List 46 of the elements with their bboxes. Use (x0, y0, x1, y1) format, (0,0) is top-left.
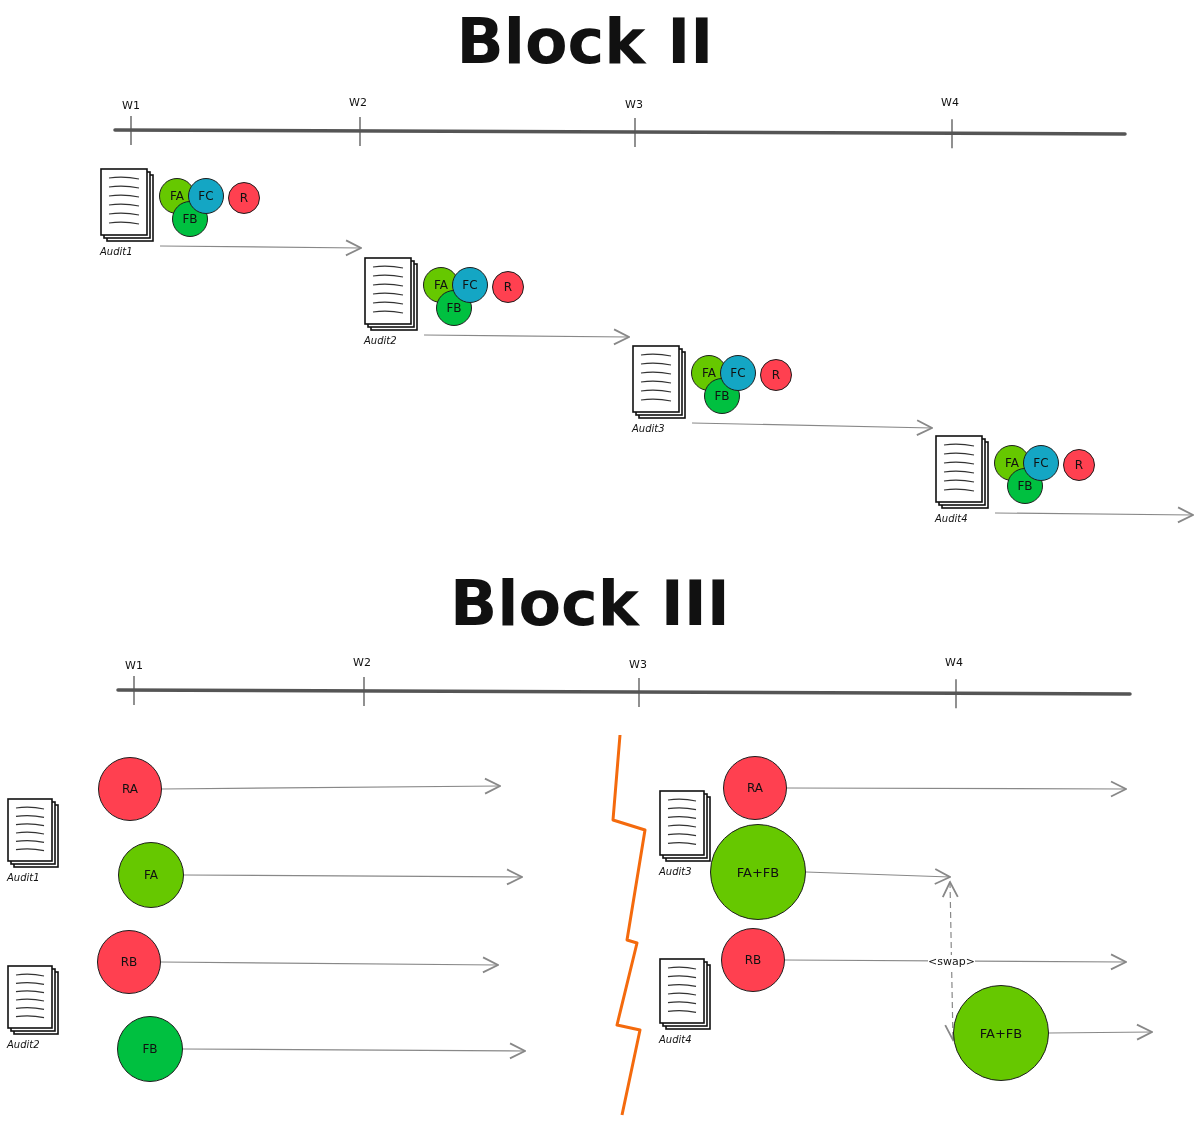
node-label: Audit2 (364, 335, 397, 346)
circle-node: FC (452, 267, 488, 303)
tick-label: W4 (941, 97, 959, 110)
node-label: Audit4 (659, 1034, 692, 1045)
node-label: Audit2 (7, 1039, 40, 1050)
circle-node: RB (721, 928, 785, 992)
arrow (161, 777, 501, 795)
node-label: Audit3 (659, 866, 692, 877)
circle-node: R (492, 271, 524, 303)
circle-node: FC (188, 178, 224, 214)
edge-label: <swap> (928, 954, 975, 968)
arrow (183, 868, 523, 886)
circle-node: FA (118, 842, 184, 908)
circle-node: FB (117, 1016, 183, 1082)
circle-node: RB (97, 930, 161, 994)
tick-label: W1 (125, 660, 143, 673)
node-label: Audit1 (100, 246, 133, 257)
circle-node: R (1063, 449, 1095, 481)
circle-node: FA+FB (710, 824, 806, 920)
circle-node: RA (723, 756, 787, 820)
arrow (786, 780, 1127, 798)
circle-node: FA+FB (953, 985, 1049, 1081)
node-label: Audit3 (632, 423, 665, 434)
node-label: Audit1 (7, 872, 40, 883)
arrow (805, 868, 951, 885)
arrow (1048, 1023, 1153, 1041)
arrow (182, 1042, 526, 1060)
arrow (160, 956, 499, 974)
circle-node: FC (720, 355, 756, 391)
node-label: Audit4 (935, 513, 968, 524)
circle-node: R (760, 359, 792, 391)
tick-label: W3 (629, 659, 647, 672)
circle-node: RA (98, 757, 162, 821)
arrow (691, 419, 933, 437)
arrow (159, 239, 362, 257)
title: Block III (450, 570, 730, 639)
tick-label: W4 (945, 657, 963, 670)
title: Block II (456, 8, 714, 77)
arrow (994, 506, 1194, 524)
tick-label: W2 (349, 97, 367, 110)
arrow (423, 328, 630, 346)
circle-node: FC (1023, 445, 1059, 481)
tick-label: W2 (353, 657, 371, 670)
tick-label: W3 (625, 99, 643, 112)
circle-node: R (228, 182, 260, 214)
tick-label: W1 (122, 100, 140, 113)
